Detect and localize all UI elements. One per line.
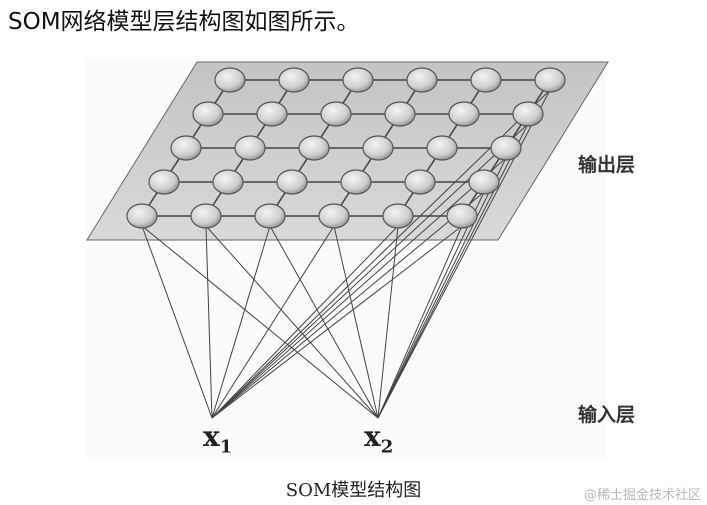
connection-line xyxy=(377,123,529,419)
connection-line xyxy=(141,225,379,419)
output-node xyxy=(126,203,158,229)
output-nodes xyxy=(126,67,566,229)
input-x2-name: x xyxy=(364,420,381,453)
connection-line xyxy=(211,225,463,419)
connection-line xyxy=(205,225,213,419)
output-node xyxy=(406,67,438,93)
output-node xyxy=(446,203,478,229)
output-node xyxy=(148,169,180,195)
connection-line xyxy=(211,157,507,419)
connection-line xyxy=(377,89,551,419)
connection-line xyxy=(333,225,379,419)
output-node xyxy=(254,203,286,229)
output-node xyxy=(212,169,244,195)
output-node xyxy=(534,67,566,93)
output-node xyxy=(256,101,288,127)
input-layer-label: 输入层 xyxy=(578,404,636,426)
output-node xyxy=(512,101,544,127)
output-node xyxy=(362,135,394,161)
connection-line xyxy=(269,225,379,419)
output-node xyxy=(278,67,310,93)
connection-line xyxy=(211,225,271,419)
output-node xyxy=(192,101,224,127)
input-node-x2: x2 xyxy=(364,420,393,458)
connection-line xyxy=(377,225,399,419)
input-x1-name: x xyxy=(203,420,220,453)
watermark: @稀土掘金技术社区 xyxy=(583,488,701,503)
input-x1-sub: 1 xyxy=(219,436,233,458)
figure-caption: SOM模型结构图 xyxy=(285,480,422,501)
output-node xyxy=(214,67,246,93)
input-node-x1: x1 xyxy=(203,420,232,458)
output-node xyxy=(276,169,308,195)
output-node xyxy=(342,67,374,93)
output-node xyxy=(426,135,458,161)
output-node xyxy=(234,135,266,161)
output-node xyxy=(384,101,416,127)
connection-line xyxy=(377,191,485,419)
output-node xyxy=(470,67,502,93)
output-node xyxy=(448,101,480,127)
output-node xyxy=(468,169,500,195)
connection-line xyxy=(211,225,399,419)
output-node xyxy=(382,203,414,229)
output-node xyxy=(340,169,372,195)
output-node xyxy=(298,135,330,161)
output-node xyxy=(170,135,202,161)
connection-line xyxy=(377,225,463,419)
connection-line xyxy=(205,225,379,419)
connection-lines xyxy=(141,89,551,419)
connection-line xyxy=(211,191,485,419)
connection-line xyxy=(377,157,507,419)
output-node xyxy=(404,169,436,195)
output-node xyxy=(490,135,522,161)
output-node xyxy=(190,203,222,229)
input-x2-sub: 2 xyxy=(380,436,394,458)
connection-line xyxy=(141,225,213,419)
page-heading: SOM网络模型层结构图如图所示。 xyxy=(8,9,360,35)
output-layer-label: 输出层 xyxy=(578,154,636,176)
connection-line xyxy=(211,225,335,419)
output-node xyxy=(320,101,352,127)
output-node xyxy=(318,203,350,229)
